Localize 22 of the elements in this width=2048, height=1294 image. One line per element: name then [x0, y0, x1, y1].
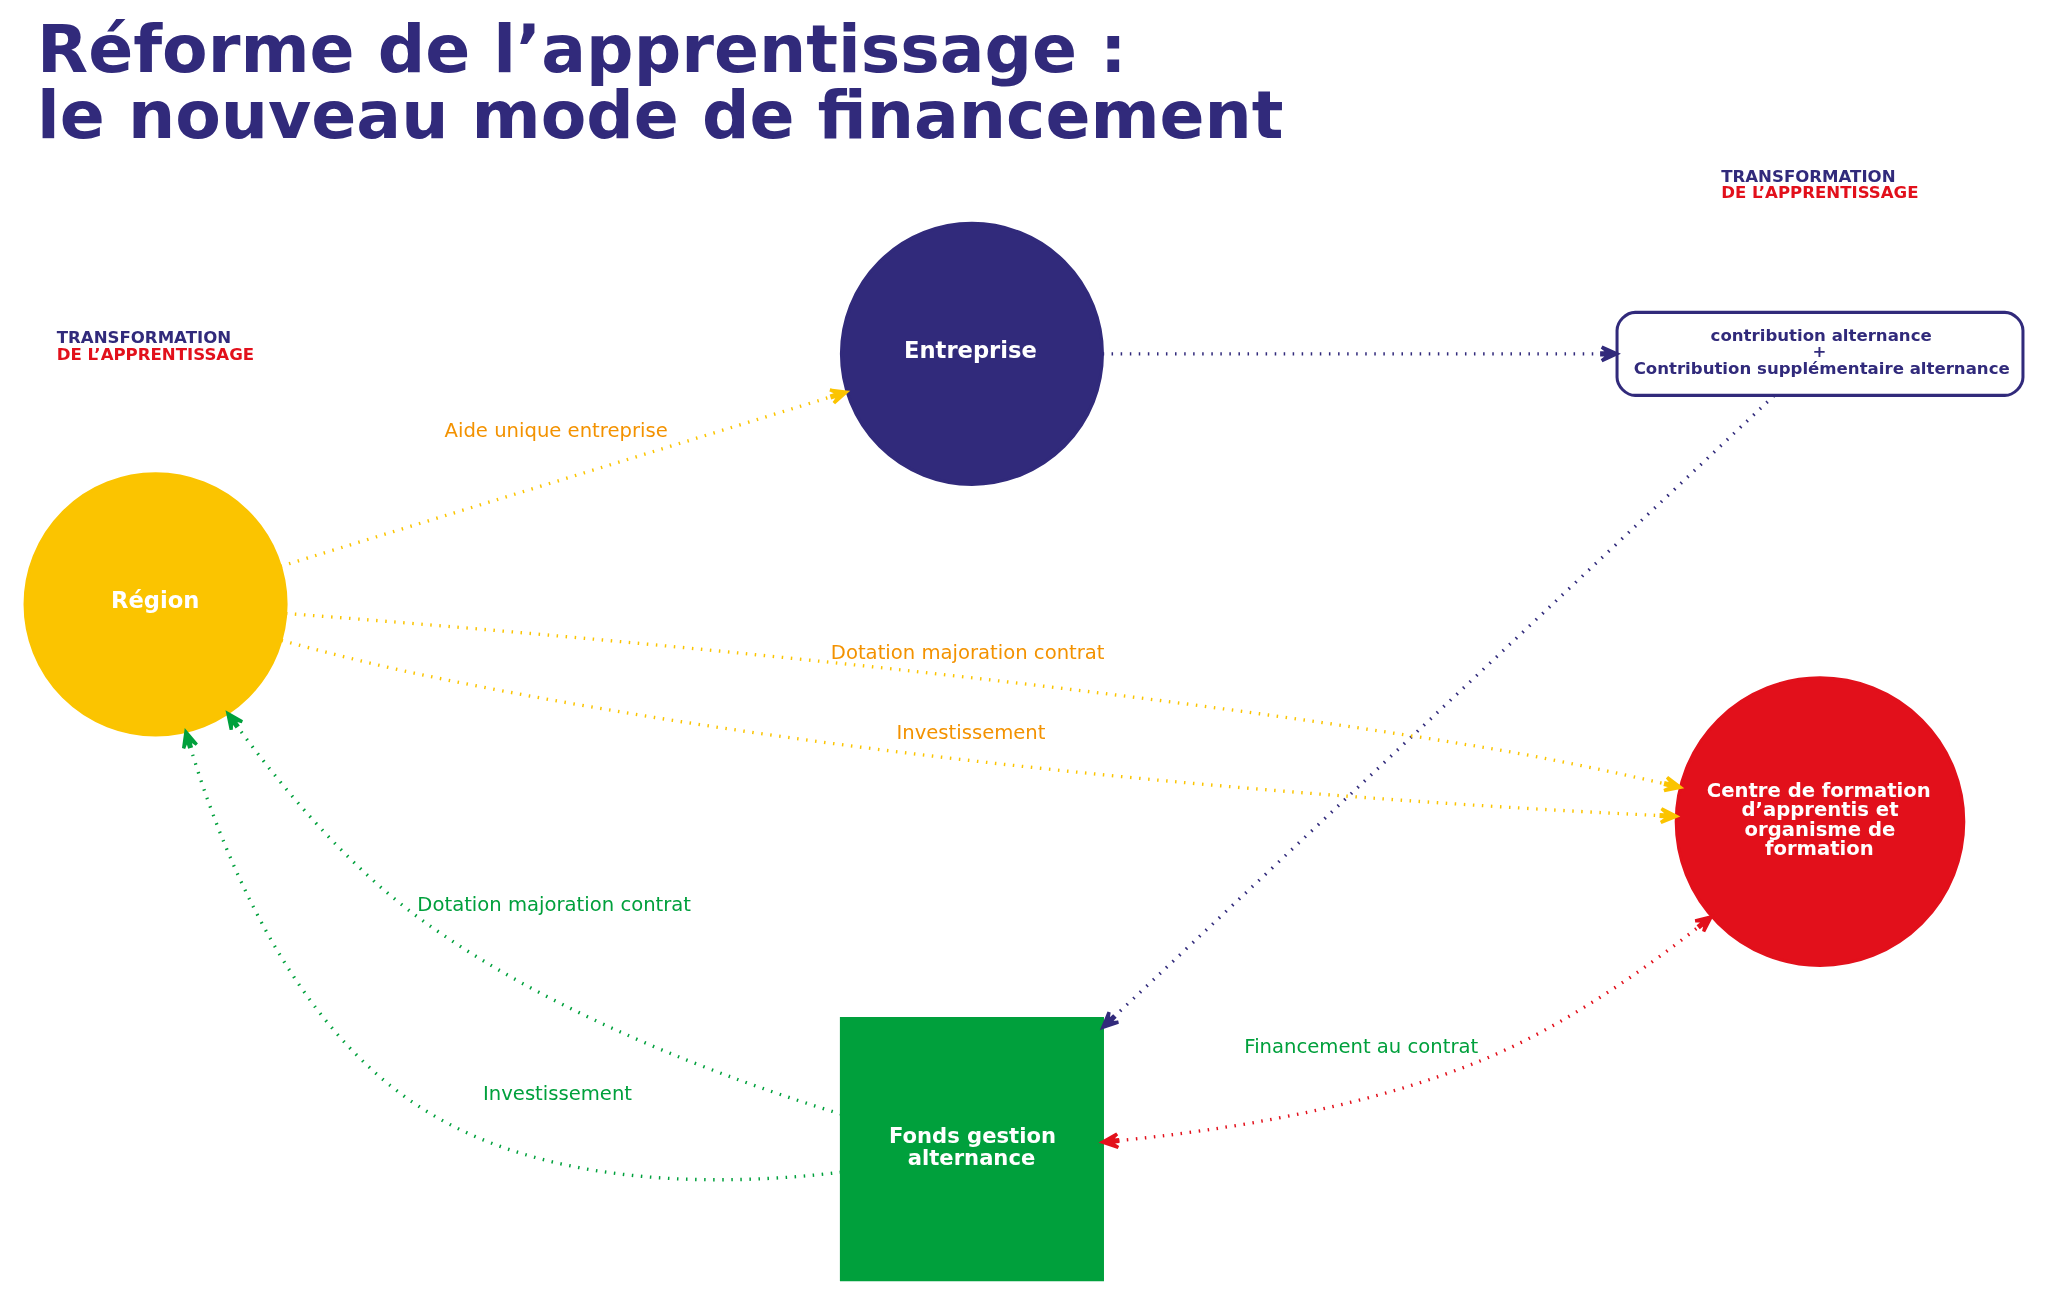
arrow — [285, 611, 1682, 793]
edge-label: Dotation majoration contrat — [417, 893, 692, 917]
node-box: Fonds gestion alternance — [839, 1017, 1104, 1282]
node-circle: Entreprise — [839, 221, 1104, 486]
arrow — [281, 638, 1678, 825]
arrow — [1102, 345, 1619, 363]
arrow — [1101, 394, 1776, 1030]
edge-label: Dotation majoration contrat — [830, 641, 1105, 665]
arrow — [226, 711, 842, 1116]
node-circle: Région — [23, 472, 288, 737]
diagram-title: Réforme de l’apprentissage : le nouveau mode de financement — [37, 9, 1284, 155]
arrow — [181, 730, 842, 1182]
edge-label: Investissement — [896, 721, 1046, 745]
edge-label: Investissement — [483, 1081, 633, 1105]
node-box: contribution alternance + Contribution supplémentaire alternance — [1615, 310, 2025, 397]
edge-label: Financement au contrat — [1244, 1035, 1479, 1059]
label: TRANSFORMATION DE L’APPRENTISSAGE — [1721, 166, 1919, 203]
arrow — [280, 388, 849, 568]
node-circle: Centre de formation d’apprentis et organisme de formation — [1674, 676, 1966, 967]
edge-label: Aide unique entreprise — [444, 419, 668, 443]
label: TRANSFORMATION DE L’APPRENTISSAGE — [56, 328, 255, 364]
arrow — [1100, 915, 1713, 1150]
